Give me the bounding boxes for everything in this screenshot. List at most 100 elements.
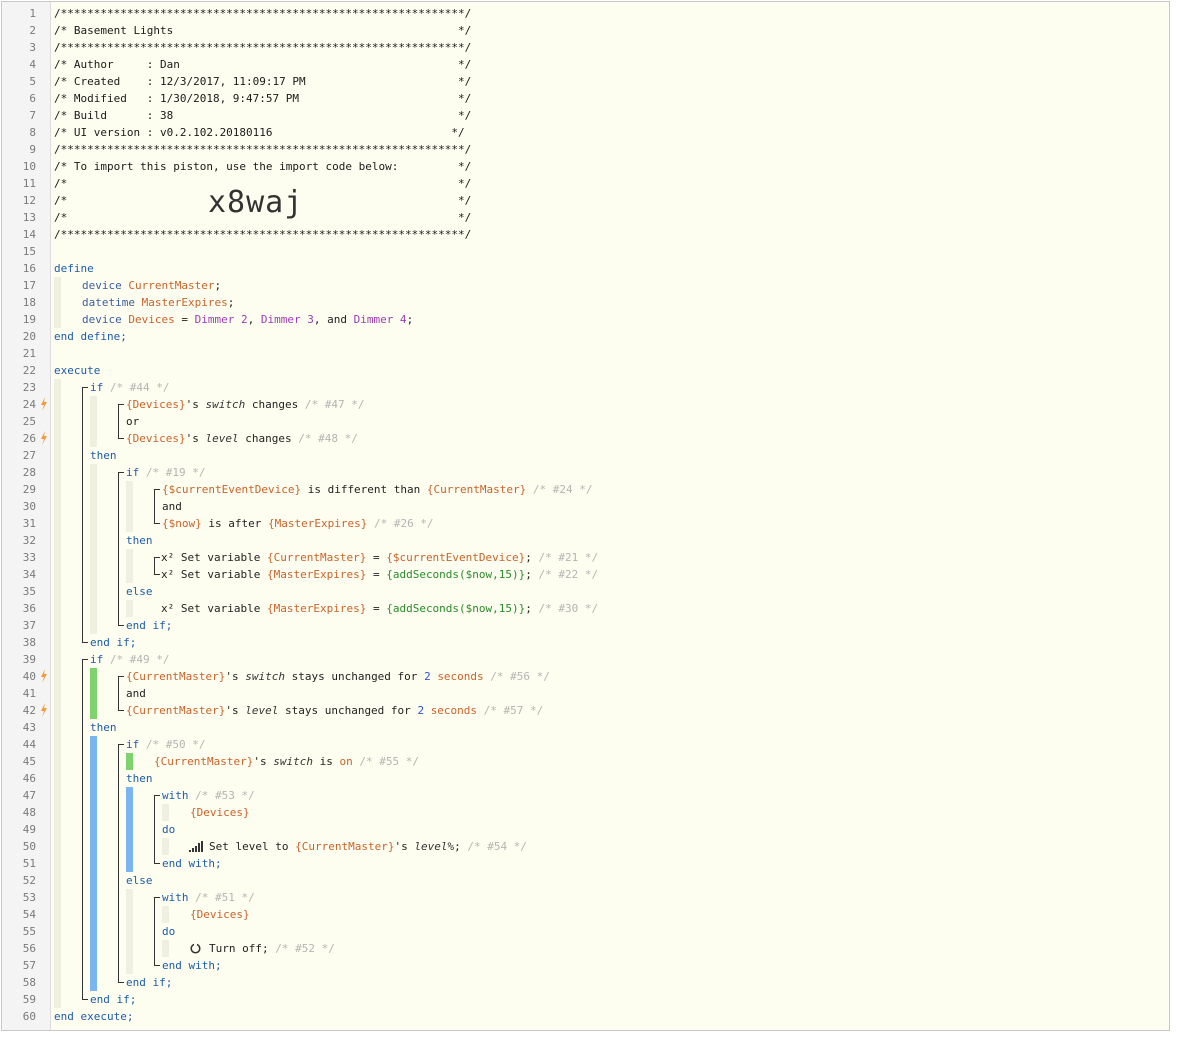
code-line: {$currentEventDevice} is different than … (54, 481, 1169, 499)
code-line: end if; (54, 974, 1169, 991)
set-variable-30[interactable]: x² Set variable {MasterExpires} = {addSe… (161, 602, 599, 615)
line-number-row: 51 (2, 855, 50, 872)
line-number: 20 (22, 330, 36, 343)
set-variable-21[interactable]: x² Set variable {CurrentMaster} = {$curr… (161, 551, 599, 564)
code-line: if /* #19 */ (54, 464, 1169, 482)
do-keyword[interactable]: do (162, 823, 176, 836)
variable-devices[interactable]: device Devices = Dimmer 2, Dimmer 3, and… (82, 313, 414, 326)
code-line: end if; (54, 617, 1169, 634)
then-keyword[interactable]: then (90, 721, 117, 734)
else-keyword[interactable]: else (126, 585, 153, 598)
variable-icon: x² (161, 602, 175, 615)
trigger-bolt-icon (41, 431, 47, 445)
line-number: 24 (22, 398, 36, 411)
line-number: 5 (29, 75, 36, 88)
line-number-row: 40 (2, 668, 50, 685)
line-number: 14 (22, 228, 36, 241)
line-number-row: 36 (2, 600, 50, 617)
with-block-53[interactable]: with /* #53 */ (162, 789, 255, 802)
code-line: Set level to {CurrentMaster}'s level%; /… (54, 838, 1169, 855)
end-if-keyword[interactable]: end if; (90, 993, 137, 1006)
condition-57[interactable]: {CurrentMaster}'s level stays unchanged … (126, 704, 544, 717)
line-number: 41 (22, 687, 36, 700)
code-line: then (54, 532, 1169, 549)
line-number: 1 (29, 7, 36, 20)
end-if-keyword[interactable]: end if; (126, 976, 173, 989)
do-keyword[interactable]: do (162, 925, 176, 938)
line-number-row: 46 (2, 770, 50, 787)
set-level-action-54[interactable]: Set level to {CurrentMaster}'s level%; /… (209, 840, 527, 853)
import-intro: /* To import this piston, use the import… (54, 160, 472, 173)
line-number-row: 52 (2, 872, 50, 889)
end-with-keyword[interactable]: end with; (162, 857, 222, 870)
modified-line: /* Modified : 1/30/2018, 9:47:57 PM */ (54, 92, 472, 105)
condition-55[interactable]: {CurrentMaster}'s switch is on /* #55 */ (154, 755, 419, 768)
line-number: 17 (22, 279, 36, 292)
then-keyword[interactable]: then (126, 772, 153, 785)
header-border: /***************************************… (54, 228, 472, 241)
code-line (54, 345, 1169, 362)
or-operator[interactable]: or (126, 415, 140, 428)
and-operator[interactable]: and (126, 687, 146, 700)
line-number-row: 43 (2, 719, 50, 736)
end-execute-keyword[interactable]: end execute; (54, 1010, 134, 1023)
turn-off-action-52[interactable]: Turn off; /* #52 */ (209, 942, 335, 955)
line-number-row: 1 (2, 5, 50, 22)
line-number: 40 (22, 670, 36, 683)
code-line: Turn off; /* #52 */ (54, 940, 1169, 957)
line-number: 50 (22, 840, 36, 853)
end-with-keyword[interactable]: end with; (162, 959, 222, 972)
if-statement-19[interactable]: if /* #19 */ (126, 466, 206, 479)
code-line: then (54, 770, 1169, 787)
line-number-row: 48 (2, 804, 50, 821)
end-if-keyword[interactable]: end if; (90, 636, 137, 649)
code-line: {CurrentMaster}'s switch stays unchanged… (54, 668, 1169, 686)
condition-24[interactable]: {$currentEventDevice} is different than … (162, 483, 593, 496)
line-number: 7 (29, 109, 36, 122)
line-number: 56 (22, 942, 36, 955)
line-number-row: 34 (2, 566, 50, 583)
code-line: else (54, 583, 1169, 600)
variable-current-master[interactable]: device CurrentMaster; (82, 279, 222, 292)
if-statement-50[interactable]: if /* #50 */ (126, 738, 206, 751)
variable-master-expires[interactable]: datetime MasterExpires; (82, 296, 235, 309)
line-number: 31 (22, 517, 36, 530)
line-number: 8 (29, 126, 36, 139)
end-if-keyword[interactable]: end if; (126, 619, 173, 632)
line-number-row: 35 (2, 583, 50, 600)
line-number-row: 14 (2, 226, 50, 243)
line-number: 4 (29, 58, 36, 71)
blank-comment: /* */ (54, 177, 472, 190)
line-number-row: 2 (2, 22, 50, 39)
line-number: 44 (22, 738, 36, 751)
code-line: and (54, 685, 1169, 702)
code-line: if /* #49 */ (54, 651, 1169, 669)
code-line: /* Modified : 1/30/2018, 9:47:57 PM */ (54, 90, 1169, 107)
devices-target[interactable]: {Devices} (190, 908, 250, 921)
line-number-row: 15 (2, 243, 50, 260)
if-statement-49[interactable]: if /* #49 */ (90, 653, 170, 666)
condition-47[interactable]: {Devices}'s switch changes /* #47 */ (126, 398, 365, 411)
set-variable-22[interactable]: x² Set variable {MasterExpires} = {addSe… (161, 568, 599, 581)
line-number-row: 25 (2, 413, 50, 430)
if-statement-44[interactable]: if /* #44 */ (90, 381, 170, 394)
else-keyword[interactable]: else (126, 874, 153, 887)
code-line: {Devices} (54, 804, 1169, 821)
line-number: 35 (22, 585, 36, 598)
execute-keyword[interactable]: execute (54, 364, 101, 377)
define-keyword[interactable]: define (54, 262, 94, 275)
devices-target[interactable]: {Devices} (190, 806, 250, 819)
then-keyword[interactable]: then (90, 449, 117, 462)
line-number: 53 (22, 891, 36, 904)
with-block-51[interactable]: with /* #51 */ (162, 891, 255, 904)
condition-56[interactable]: {CurrentMaster}'s switch stays unchanged… (126, 670, 550, 683)
end-define-keyword[interactable]: end define; (54, 330, 127, 343)
condition-26[interactable]: {$now} is after {MasterExpires} /* #26 *… (162, 517, 434, 530)
condition-48[interactable]: {Devices}'s level changes /* #48 */ (126, 432, 358, 445)
code-line: {Devices}'s level changes /* #48 */ (54, 430, 1169, 447)
variable-icon: x² (161, 551, 175, 564)
then-keyword[interactable]: then (126, 534, 153, 547)
and-operator[interactable]: and (162, 500, 182, 513)
